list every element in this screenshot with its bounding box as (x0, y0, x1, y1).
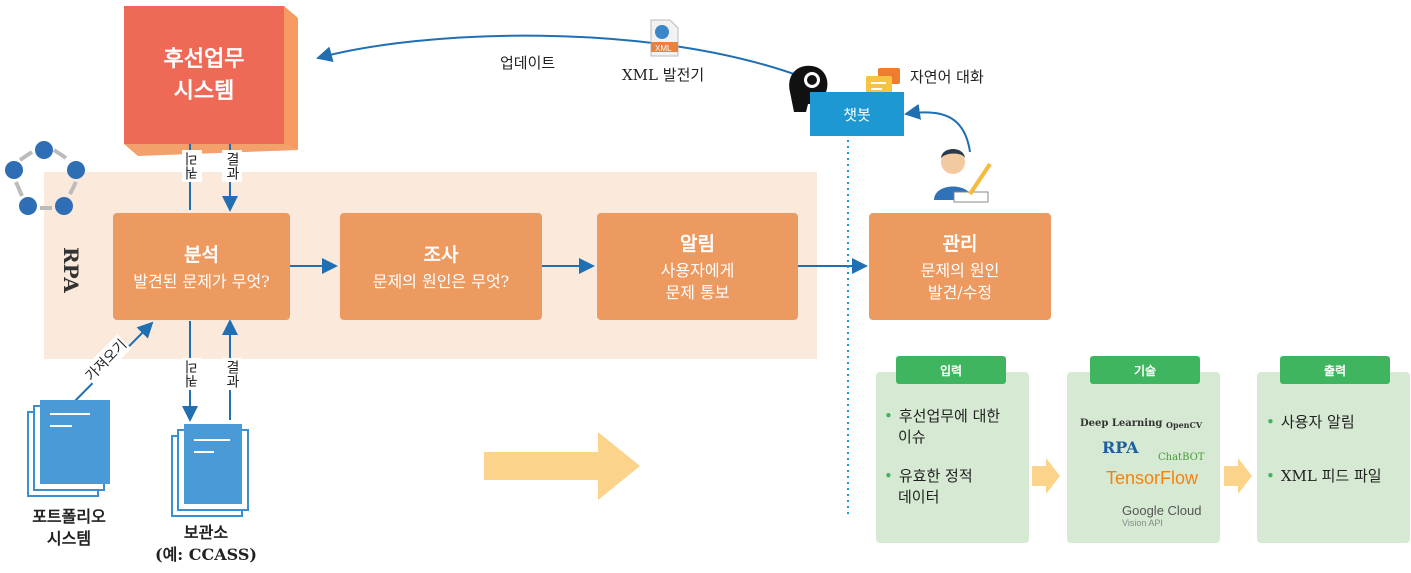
process-investigation-title: 조사 (423, 244, 459, 266)
process-management: 관리 문제의 원인 발견/수정 (869, 213, 1051, 320)
tech-pill: 기술 (1090, 356, 1200, 384)
chatbot-tech-label: ChatBOT (1158, 452, 1205, 463)
process-investigation: 조사 문제의 원인은 무엇? (340, 213, 542, 320)
xml-file-icon (650, 19, 679, 57)
archive-line1: 보관소 (183, 523, 229, 542)
portfolio-system-caption: 포트폴리오 시스템 (14, 506, 124, 550)
tech-panel (1067, 372, 1220, 543)
output-item-2-text: XML 피드 파일 (1280, 467, 1382, 485)
system-box-side (284, 6, 298, 150)
process-analysis-desc: 발견된 문제가 무엇? (133, 272, 270, 291)
input-item-1: •후선업무에 대한 이슈 (884, 407, 1001, 446)
system-title-line1: 후선업무 (163, 46, 245, 72)
google-cloud-label: Google Cloud (1122, 503, 1202, 518)
input-item-2-line2: 데이터 (898, 488, 940, 506)
archive-caption: 보관소 (예: CCASS) (146, 522, 266, 566)
input-item-1-line1: 후선업무에 대한 (898, 407, 1001, 425)
query-label-bottom: 쿼리 (182, 358, 202, 390)
output-item-1: •사용자 알림 (1266, 413, 1355, 431)
process-analysis-title: 분석 (184, 244, 219, 266)
update-label: 업데이트 (500, 54, 556, 72)
archive-doc-icon (171, 424, 249, 517)
process-notification-desc2: 문제 통보 (665, 283, 730, 302)
process-analysis: 분석 발견된 문제가 무엇? (113, 213, 290, 320)
output-panel (1257, 372, 1410, 543)
input-pill: 입력 (896, 356, 1006, 384)
portfolio-doc-icon (27, 400, 110, 497)
process-notification: 알림 사용자에게 문제 통보 (597, 213, 798, 320)
output-item-1-text: 사용자 알림 (1280, 413, 1355, 431)
portfolio-line1: 포트폴리오 (32, 507, 106, 526)
vision-api-label: Vision API (1122, 518, 1163, 528)
deep-learning-label: Deep Learning (1080, 418, 1163, 429)
process-management-desc2: 발견/수정 (927, 283, 993, 302)
chat-bubbles-icon (866, 68, 900, 96)
result-label-bottom: 결과 (222, 358, 242, 390)
panel-arrow-2 (1224, 458, 1252, 494)
output-pill: 출력 (1280, 356, 1390, 384)
user-to-chatbot-arrow (904, 103, 971, 153)
input-panel (876, 372, 1029, 543)
archive-line2: (예: CCASS) (155, 545, 257, 564)
process-notification-title: 알림 (680, 233, 715, 255)
input-item-1-line2: 이슈 (898, 428, 926, 446)
output-item-2: •XML 피드 파일 (1266, 467, 1382, 485)
input-item-2-line1: 유효한 정적 (898, 467, 973, 485)
process-management-title: 관리 (942, 233, 978, 255)
process-investigation-desc: 문제의 원인은 무엇? (372, 272, 510, 291)
rpa-tech-label: RPA (1102, 438, 1139, 457)
portfolio-line2: 시스템 (46, 529, 92, 548)
natural-language-chat-label: 자연어 대화 (910, 68, 984, 86)
chatbot-box: 챗봇 (810, 92, 904, 136)
update-arrow (316, 34, 806, 79)
panel-arrow-1 (1032, 458, 1060, 494)
input-item-2: •유효한 정적 데이터 (884, 467, 973, 506)
cycle-icon (5, 141, 85, 215)
process-management-desc1: 문제의 원인 (920, 261, 1000, 280)
backoffice-system-box: 후선업무 시스템 (124, 6, 284, 144)
opencv-label: OpenCV (1166, 420, 1203, 430)
process-notification-desc1: 사용자에게 (660, 261, 735, 280)
user-writing-icon (934, 149, 992, 203)
xml-icon-text: XML (655, 44, 672, 53)
query-label-top: 쿼리 (182, 150, 202, 182)
system-title-line2: 시스템 (173, 78, 235, 104)
big-yellow-arrow (484, 432, 640, 500)
result-label-top: 결과 (222, 150, 242, 182)
xml-generator-label: XML 발전기 (622, 66, 705, 84)
system-box-bottom (124, 144, 298, 156)
tensorflow-label: TensorFlow (1106, 468, 1199, 488)
